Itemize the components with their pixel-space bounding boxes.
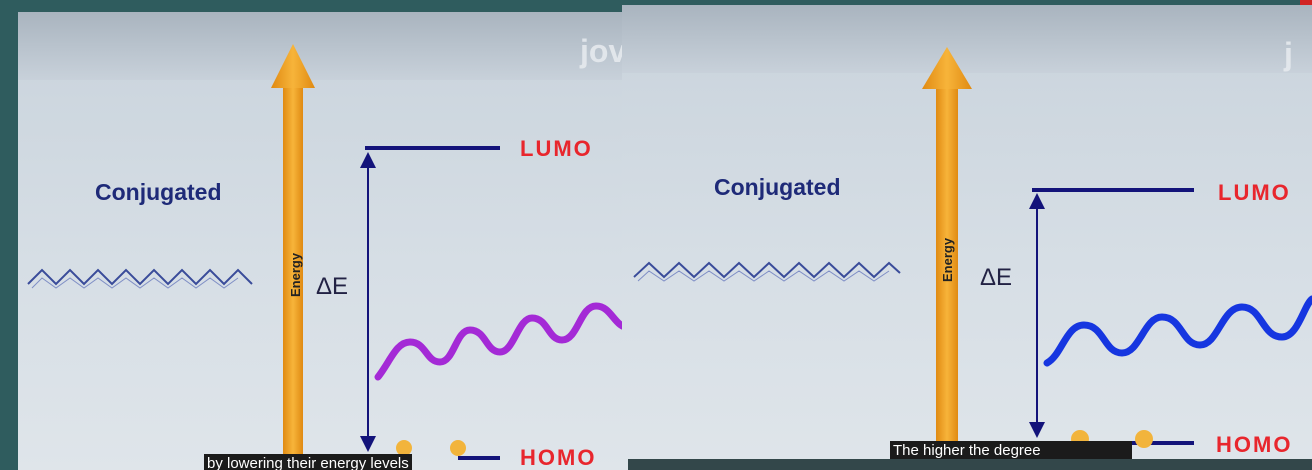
frame-top-band [622,5,1312,73]
frame-top-band [18,12,630,80]
electron-icon [1135,430,1153,448]
energy-arrow-shaft [936,83,958,470]
energy-diagram-right: j Conjugated Energy LUMO ΔE HOMO [633,36,1312,470]
delta-e-label: ΔE [316,273,348,300]
energy-arrow-head [271,44,315,88]
conjugated-chain-icon [27,268,253,286]
delta-e-label: ΔE [980,264,1012,291]
player-bottom-bar [628,459,1312,470]
conjugated-chain-icon [633,261,901,279]
subtitle-caption: The higher the degree [890,441,1132,461]
molecule-label: Conjugated [714,174,841,200]
conjugated-chain-double-bonds [637,270,890,282]
photon-wave-icon [1043,295,1312,367]
conjugated-chain-double-bonds [31,277,239,289]
electron-icon [450,440,466,456]
watermark-text: j [1283,36,1293,72]
watermark-text: jov [579,33,626,69]
energy-arrow-head [922,47,972,89]
homo-label: HOMO [520,445,596,470]
lumo-label: LUMO [520,136,593,161]
corner-mark [1300,0,1312,5]
energy-axis-label: Energy [940,237,955,282]
video-frame-right: j Conjugated Energy LUMO ΔE HOMO The hig… [622,5,1312,470]
video-frame-left: jov Conjugated Energy LUMO ΔE HOMO by lo… [18,12,630,470]
energy-diagram-left: jov Conjugated Energy LUMO ΔE HOMO [27,33,630,470]
energy-axis-label: Energy [288,252,303,297]
lumo-label: LUMO [1218,180,1291,205]
homo-label: HOMO [1216,432,1292,457]
subtitle-caption: by lowering their energy levels [204,454,412,470]
photon-wave-icon [374,302,630,381]
electron-icon [396,440,412,456]
molecule-label: Conjugated [95,179,222,205]
energy-arrow-shaft [283,82,303,470]
